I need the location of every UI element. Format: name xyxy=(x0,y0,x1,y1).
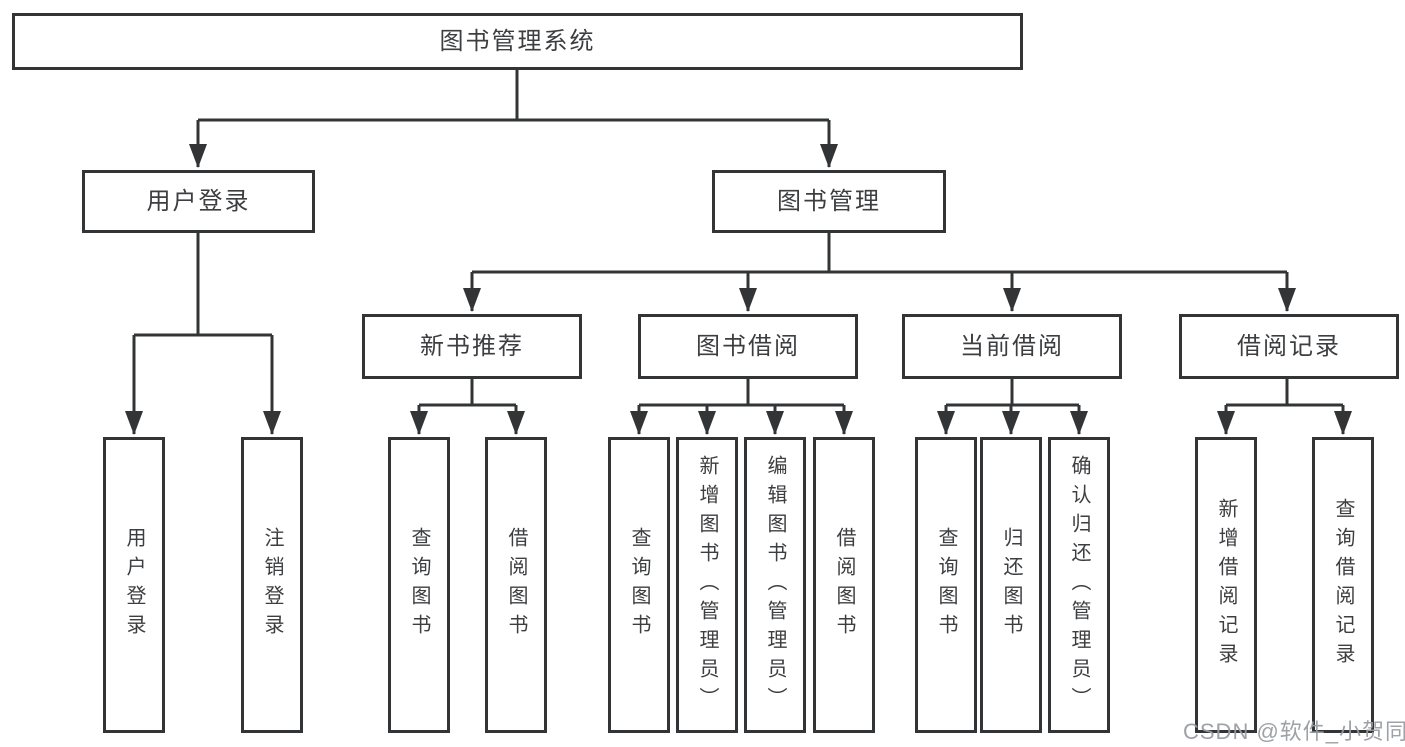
node-book-borrow-label: 图书借阅 xyxy=(696,332,800,360)
node-book-management: 图书管理 xyxy=(712,170,946,233)
leaf-return-book-label: 归还图书 xyxy=(1000,527,1022,643)
node-user-login: 用户登录 xyxy=(82,170,315,233)
leaf-newbook-query-label: 查询图书 xyxy=(408,527,430,643)
leaf-borrow-book: 借阅图书 xyxy=(813,437,875,733)
leaf-newbook-borrow: 借阅图书 xyxy=(485,437,547,733)
node-current-borrow: 当前借阅 xyxy=(902,314,1122,379)
node-borrow-record-label: 借阅记录 xyxy=(1237,332,1341,360)
leaf-newbook-query: 查询图书 xyxy=(388,437,450,733)
leaf-query-borrow-record: 查询借阅记录 xyxy=(1312,437,1374,733)
watermark: CSDN @软件_小贺同学 xyxy=(1183,719,1405,744)
leaf-confirm-return-admin: 确认归还（管理员） xyxy=(1048,437,1110,733)
node-root: 图书管理系统 xyxy=(12,13,1023,70)
node-borrow-record: 借阅记录 xyxy=(1179,314,1399,379)
leaf-query-borrow-record-label: 查询借阅记录 xyxy=(1332,498,1354,672)
node-new-book-recommend-label: 新书推荐 xyxy=(420,332,524,360)
leaf-borrow-query-label: 查询图书 xyxy=(628,527,650,643)
leaf-current-query-label: 查询图书 xyxy=(935,527,957,643)
leaf-borrow-add-admin: 新增图书（管理员） xyxy=(676,437,738,733)
node-book-management-label: 图书管理 xyxy=(777,187,881,215)
leaf-borrow-edit-admin: 编辑图书（管理员） xyxy=(744,437,806,733)
leaf-newbook-borrow-label: 借阅图书 xyxy=(505,527,527,643)
leaf-user-login: 用户登录 xyxy=(103,437,165,733)
leaf-add-borrow-record: 新增借阅记录 xyxy=(1195,437,1257,733)
leaf-borrow-add-admin-label: 新增图书（管理员） xyxy=(696,454,718,716)
leaf-borrow-edit-admin-label: 编辑图书（管理员） xyxy=(764,454,786,716)
node-new-book-recommend: 新书推荐 xyxy=(362,314,582,379)
leaf-user-login-label: 用户登录 xyxy=(123,527,145,643)
leaf-logout: 注销登录 xyxy=(241,437,303,733)
leaf-confirm-return-admin-label: 确认归还（管理员） xyxy=(1068,454,1090,716)
node-book-borrow: 图书借阅 xyxy=(638,314,858,379)
leaf-logout-label: 注销登录 xyxy=(261,527,283,643)
node-current-borrow-label: 当前借阅 xyxy=(960,332,1064,360)
leaf-borrow-query: 查询图书 xyxy=(608,437,670,733)
leaf-add-borrow-record-label: 新增借阅记录 xyxy=(1215,498,1237,672)
leaf-return-book: 归还图书 xyxy=(980,437,1042,733)
node-root-label: 图书管理系统 xyxy=(439,27,596,55)
leaf-borrow-book-label: 借阅图书 xyxy=(833,527,855,643)
leaf-current-query: 查询图书 xyxy=(915,437,977,733)
node-user-login-label: 用户登录 xyxy=(146,187,251,215)
